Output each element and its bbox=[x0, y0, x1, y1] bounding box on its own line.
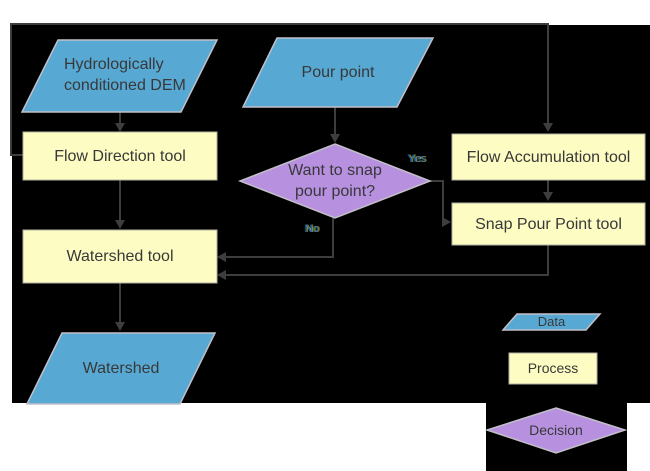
pour-point-label: Pour point bbox=[301, 64, 375, 81]
flow-accumulation-label: Flow Accumulation tool bbox=[466, 148, 631, 166]
watershed-tool-box bbox=[22, 229, 218, 284]
yes-edge-label: Yes bbox=[408, 153, 426, 165]
legend-decision-diamond bbox=[484, 407, 628, 454]
watershed-label: Watershed bbox=[82, 360, 160, 377]
legend-data-parallelogram bbox=[501, 313, 602, 331]
snap-pour-point-label: Snap Pour Point tool bbox=[475, 215, 622, 233]
flow-direction-box bbox=[22, 131, 218, 181]
edge-flow-direction-to-watershed-tool bbox=[115, 180, 125, 229]
edge-watershed-tool-to-watershed bbox=[115, 283, 125, 331]
snap-pour-point-box bbox=[451, 202, 646, 246]
watershed-tool-label: Watershed tool bbox=[66, 248, 174, 265]
legend-process-label: Process bbox=[527, 360, 579, 376]
edge-dem-to-flow-direction bbox=[115, 112, 125, 132]
legend-process-box bbox=[508, 352, 598, 385]
no-edge-label: No bbox=[305, 223, 320, 235]
edge-decision-yes-to-snap bbox=[430, 180, 451, 227]
legend-decision-label: Decision bbox=[529, 422, 583, 438]
flow-direction-label: Flow Direction tool bbox=[54, 147, 186, 165]
edge-pour-point-to-decision bbox=[330, 107, 340, 143]
edge-decision-no-to-watershed-tool bbox=[217, 218, 334, 262]
legend-data-label: Data bbox=[537, 314, 566, 329]
snap-decision-label: Want to snap pour point? bbox=[288, 162, 382, 200]
snap-decision-diamond bbox=[237, 143, 433, 219]
watershed-parallelogram bbox=[25, 332, 217, 405]
edge-snap-to-watershed-tool bbox=[217, 245, 549, 280]
edge-flow-direction-to-flow-accumulation bbox=[10, 23, 553, 156]
dem-label: Hydrologically conditioned DEM bbox=[64, 56, 186, 94]
edge-flow-accumulation-to-snap bbox=[543, 180, 553, 201]
dem-parallelogram bbox=[20, 39, 219, 113]
pour-point-parallelogram bbox=[241, 37, 435, 108]
flow-accumulation-box bbox=[451, 133, 646, 181]
